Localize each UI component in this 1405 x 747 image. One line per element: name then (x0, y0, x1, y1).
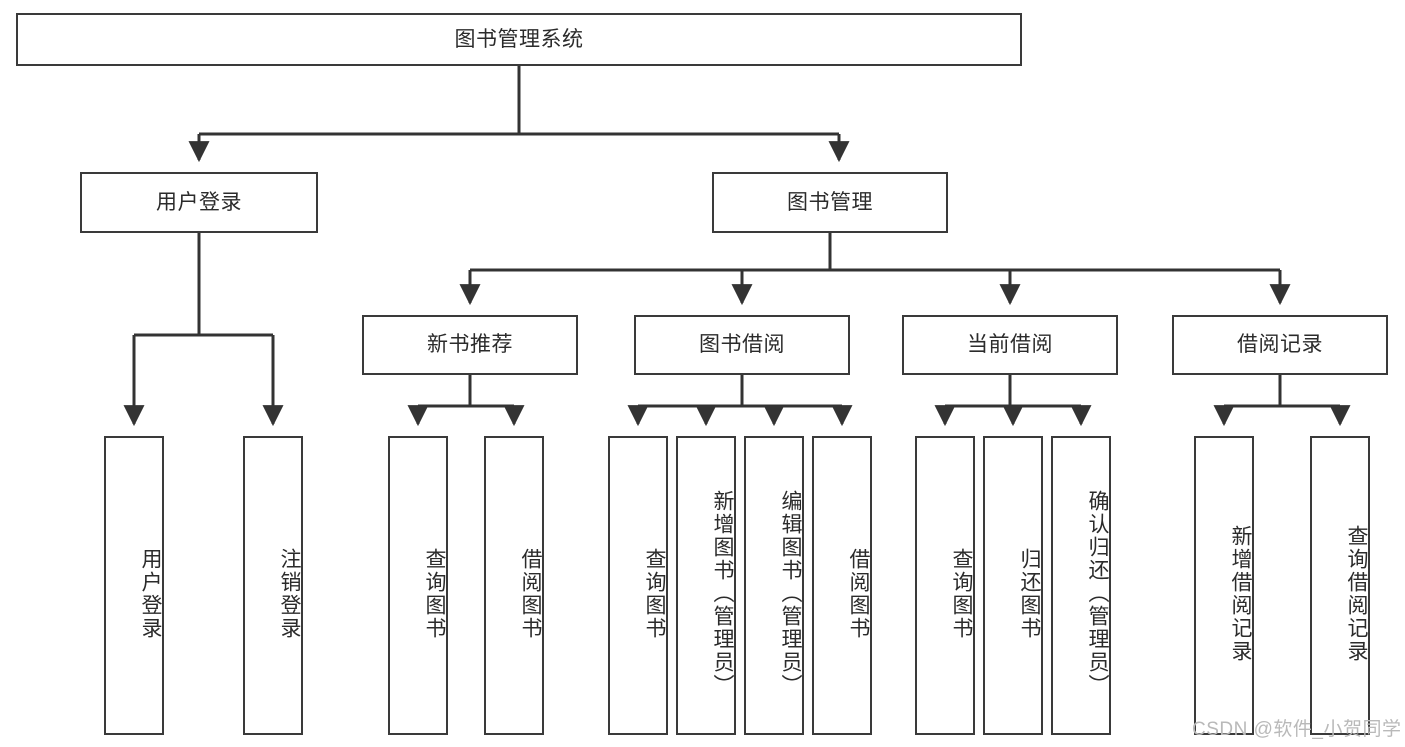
node-leaf-borrow-book-1[interactable]: 借阅图书 (484, 436, 544, 735)
node-book-manage[interactable]: 图书管理 (712, 172, 948, 233)
node-leaf-add-record[interactable]: 新增借阅记录 (1194, 436, 1254, 735)
node-book-borrow[interactable]: 图书借阅 (634, 315, 850, 375)
node-root-label: 图书管理系统 (454, 27, 584, 51)
node-leaf-logout[interactable]: 注销登录 (243, 436, 303, 735)
node-user-login[interactable]: 用户登录 (80, 172, 318, 233)
node-leaf-confirm-return[interactable]: 确认归还（管理员） (1051, 436, 1111, 735)
node-leaf-logout-label: 注销登录 (278, 547, 301, 640)
node-book-borrow-label: 图书借阅 (699, 333, 785, 357)
node-leaf-return-book-label: 归还图书 (1018, 547, 1041, 640)
node-leaf-add-book[interactable]: 新增图书（管理员） (676, 436, 736, 735)
node-current-borrow[interactable]: 当前借阅 (902, 315, 1118, 375)
node-leaf-borrow-book-1-label: 借阅图书 (519, 547, 542, 640)
node-leaf-edit-book[interactable]: 编辑图书（管理员） (744, 436, 804, 735)
node-leaf-borrow-book-2[interactable]: 借阅图书 (812, 436, 872, 735)
node-leaf-query-book-3[interactable]: 查询图书 (915, 436, 975, 735)
node-user-login-label: 用户登录 (156, 190, 242, 214)
node-borrow-record-label: 借阅记录 (1237, 333, 1323, 357)
node-leaf-user-login-label: 用户登录 (139, 547, 162, 640)
node-leaf-user-login[interactable]: 用户登录 (104, 436, 164, 735)
node-leaf-confirm-return-label: 确认归还（管理员） (1086, 490, 1109, 697)
node-new-book-recommend[interactable]: 新书推荐 (362, 315, 578, 375)
node-leaf-add-book-label: 新增图书（管理员） (711, 490, 734, 697)
node-book-manage-label: 图书管理 (787, 190, 873, 214)
node-current-borrow-label: 当前借阅 (967, 333, 1053, 357)
node-leaf-query-book-1-label: 查询图书 (423, 547, 446, 640)
node-leaf-query-book-3-label: 查询图书 (950, 547, 973, 640)
node-leaf-edit-book-label: 编辑图书（管理员） (779, 490, 802, 697)
node-leaf-borrow-book-2-label: 借阅图书 (847, 547, 870, 640)
node-leaf-return-book[interactable]: 归还图书 (983, 436, 1043, 735)
node-leaf-query-record-label: 查询借阅记录 (1345, 524, 1368, 663)
node-leaf-query-book-1[interactable]: 查询图书 (388, 436, 448, 735)
node-leaf-query-book-2-label: 查询图书 (643, 547, 666, 640)
node-leaf-query-record[interactable]: 查询借阅记录 (1310, 436, 1370, 735)
node-root[interactable]: 图书管理系统 (16, 13, 1022, 66)
csdn-watermark: CSDN @软件_小贺同学 (1192, 719, 1402, 740)
node-new-book-recommend-label: 新书推荐 (427, 333, 513, 357)
node-leaf-add-record-label: 新增借阅记录 (1229, 524, 1252, 663)
node-leaf-query-book-2[interactable]: 查询图书 (608, 436, 668, 735)
node-borrow-record[interactable]: 借阅记录 (1172, 315, 1388, 375)
